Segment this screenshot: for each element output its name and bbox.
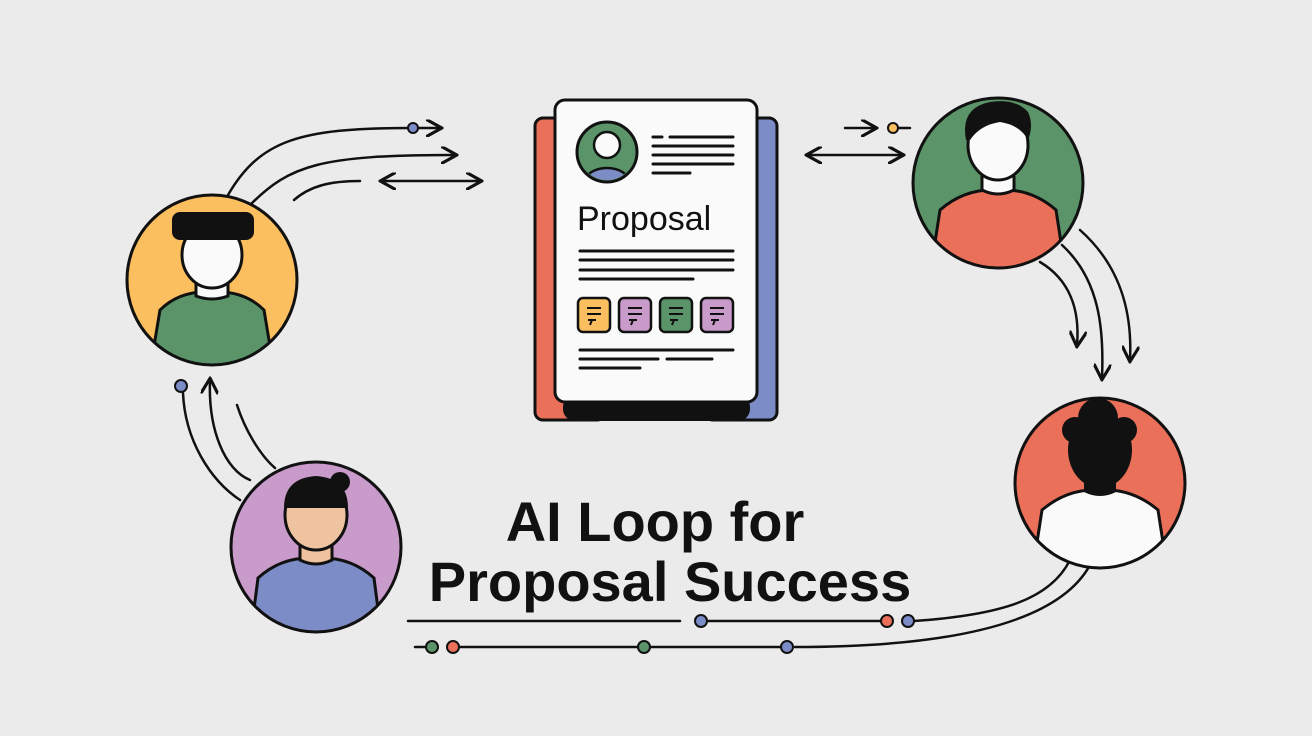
node-dot bbox=[174, 379, 188, 393]
node-dot bbox=[637, 640, 651, 654]
document-heading: Proposal bbox=[577, 200, 711, 238]
flow-arrows-left bbox=[174, 379, 277, 502]
node-dot bbox=[694, 614, 708, 628]
note-cards bbox=[576, 296, 735, 334]
node-dot bbox=[780, 640, 794, 654]
node-dot bbox=[446, 640, 460, 654]
diagram-title-line-1: AI Loop for bbox=[506, 490, 805, 553]
node-dot bbox=[887, 122, 899, 134]
flow-arrows-right bbox=[1038, 228, 1130, 378]
note-card-icon bbox=[617, 296, 653, 334]
person-yellow-icon bbox=[125, 193, 299, 367]
note-card-icon bbox=[576, 296, 612, 334]
note-card-icon bbox=[699, 296, 735, 334]
diagram-title-line-2: Proposal Success bbox=[429, 550, 911, 613]
flow-lines-bottom bbox=[406, 558, 1092, 654]
node-dot bbox=[407, 122, 419, 134]
person-coral-icon bbox=[1013, 396, 1187, 570]
node-dot bbox=[901, 614, 915, 628]
flow-arrows-top-left bbox=[226, 122, 480, 207]
proposal-document: Proposal bbox=[533, 98, 779, 422]
flow-arrows-top-right bbox=[808, 122, 912, 155]
person-green-icon bbox=[911, 96, 1085, 270]
profile-avatar-icon bbox=[575, 120, 639, 184]
node-dot bbox=[880, 614, 894, 628]
note-card-icon bbox=[658, 296, 694, 334]
person-purple-icon bbox=[229, 460, 403, 634]
node-dot bbox=[425, 640, 439, 654]
